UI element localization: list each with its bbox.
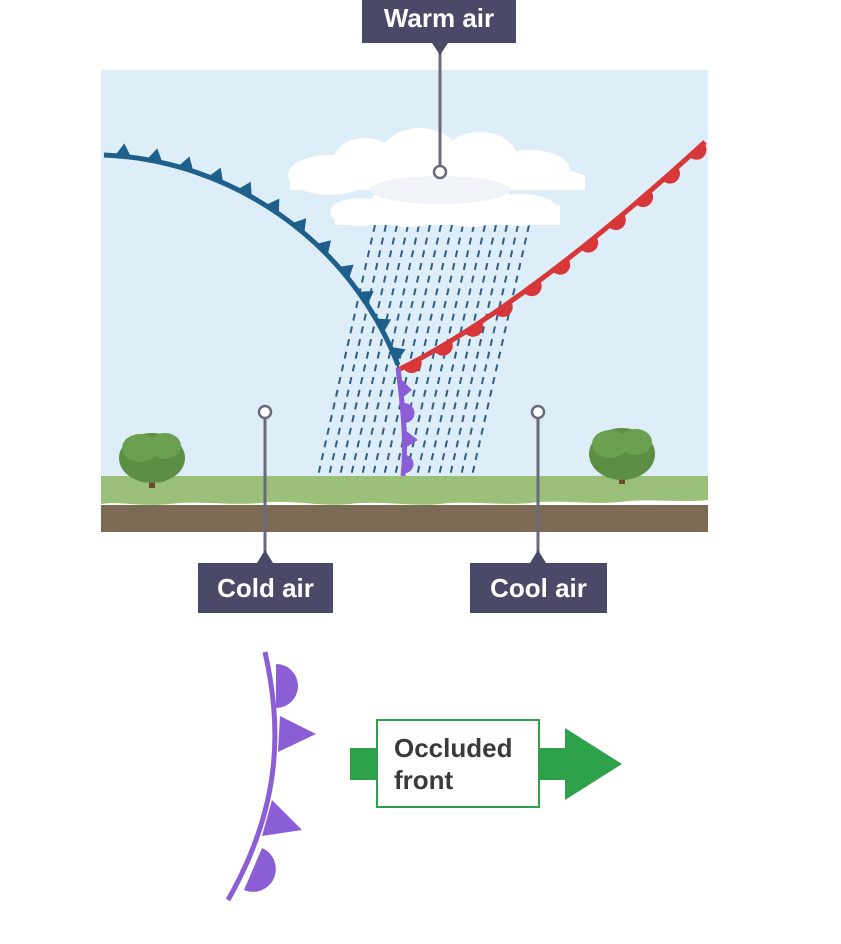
warm-front-line <box>396 140 707 373</box>
warm-front-semicircle <box>523 280 542 297</box>
legend-occluded-front-line <box>225 651 278 902</box>
occluded-front-line <box>395 367 407 477</box>
warm-front-semicircle <box>580 236 599 253</box>
rain-streak <box>405 224 464 477</box>
rain-streak <box>438 224 497 477</box>
rain-streak <box>361 224 420 477</box>
rain-streak <box>372 224 431 477</box>
cold-front-triangle <box>390 347 406 362</box>
cold-front-triangles <box>115 143 406 362</box>
warm-front-semicircle <box>464 321 484 337</box>
warm-front-semicircle <box>434 340 453 356</box>
cool-air-label: Cool air <box>490 573 587 603</box>
warm-air-box <box>362 0 516 55</box>
warm-front-semicircle <box>662 166 680 184</box>
cold-air-label: Cold air <box>217 573 314 603</box>
cloud-shading <box>370 176 510 204</box>
rain-streak <box>339 224 398 477</box>
warm-front-semicircle <box>494 301 513 317</box>
rain <box>317 224 530 477</box>
cool-air-box <box>470 550 607 613</box>
cold-front-triangle <box>265 198 280 214</box>
tree-left <box>119 433 185 488</box>
rain-streak <box>350 224 409 477</box>
cold-front-triangle <box>178 156 194 172</box>
rain-streak <box>471 224 530 477</box>
rain-streak <box>460 224 519 477</box>
warm-front-semicircle <box>608 213 626 231</box>
cold-air-marker <box>257 404 273 420</box>
rain-streak <box>317 224 376 477</box>
warm-front-semicircle <box>552 258 571 275</box>
cold-front-triangle <box>208 167 224 183</box>
warm-front-semicircle <box>689 143 707 160</box>
cold-front-triangle <box>237 181 252 197</box>
legend-occluded-front-marks <box>244 664 316 892</box>
cool-air-marker <box>530 404 546 420</box>
cold-front-triangle <box>338 264 354 280</box>
occluded-front-marks <box>400 378 418 474</box>
warm-front-semicircle <box>402 358 422 374</box>
cold-front-triangle <box>316 240 331 256</box>
cold-front-triangle <box>358 291 374 305</box>
warm-front-semicircles <box>402 143 707 374</box>
cold-front-line <box>103 152 401 366</box>
rain-streak <box>383 224 442 477</box>
cold-air-box <box>198 550 333 613</box>
rain-streak <box>416 224 475 477</box>
soil <box>101 505 708 532</box>
warm-air-label: Warm air <box>383 3 495 33</box>
cloud <box>288 128 585 227</box>
warm-air-marker <box>432 164 448 180</box>
rain-streak <box>328 224 387 477</box>
rain-streak <box>449 224 508 477</box>
cold-front-triangle <box>115 143 132 158</box>
cold-front-triangle <box>375 318 392 333</box>
rain-streak <box>427 224 486 477</box>
legend-label-box <box>376 719 540 808</box>
tree-right <box>589 428 655 484</box>
warm-front-semicircle <box>635 190 654 208</box>
cold-front-triangle <box>146 148 163 163</box>
cold-front-triangle <box>291 218 307 234</box>
grass <box>101 476 708 505</box>
